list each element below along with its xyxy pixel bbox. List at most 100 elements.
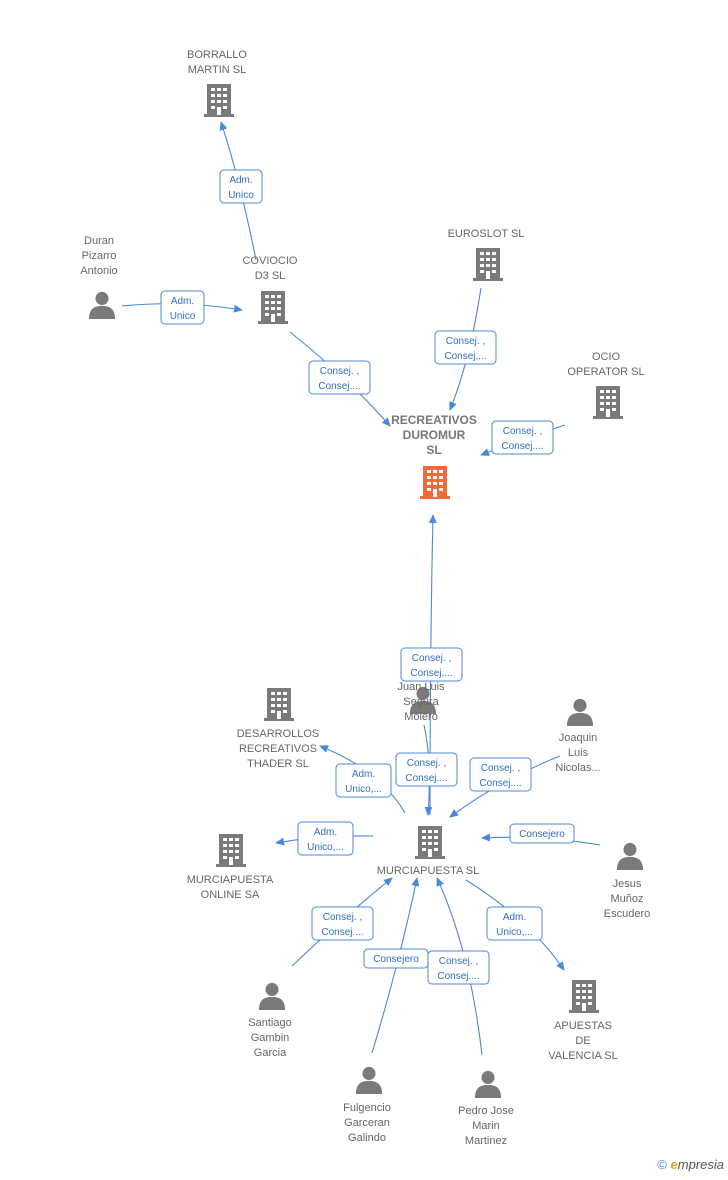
building-icon <box>204 84 234 117</box>
edge-label-line: Consejero <box>373 954 419 965</box>
node-label-line: MARTIN SL <box>188 64 246 76</box>
node-label-line: Juan Luis <box>397 681 445 693</box>
building-icon <box>473 248 503 281</box>
edge-label-murciapuesta-to-recreativos[interactable]: Consej. ,Consej.... <box>400 647 463 682</box>
edge-label-ocio-to-recreativos[interactable]: Consej. ,Consej.... <box>491 420 554 455</box>
node-label-line: Garceran <box>344 1117 390 1129</box>
edge-label-pedro-to-murciapuesta[interactable]: Consej. ,Consej.... <box>427 950 490 985</box>
node-label-line: Gambin <box>251 1032 290 1044</box>
edge-label-box <box>308 360 371 395</box>
edge-label-line: Adm. <box>314 827 337 838</box>
edge-label-line: Consej. , <box>503 426 542 437</box>
edge-label-box <box>160 290 205 325</box>
edge-label-line: Consej.... <box>405 773 447 784</box>
node-label-line: APUESTAS <box>554 1020 612 1032</box>
edge-label-line: Consej.... <box>479 778 521 789</box>
edge-label-line: Adm. <box>171 296 194 307</box>
node-label-line: Nicolas... <box>555 762 600 774</box>
node-desarrollos[interactable]: DESARROLLOS RECREATIVOS THADER SL <box>237 688 320 770</box>
edge-label-line: Unico,... <box>345 784 382 795</box>
edge-label-box <box>434 330 497 365</box>
edge-label-box <box>335 763 392 798</box>
edge-label-box <box>427 950 490 985</box>
edge-label-line: Consej. , <box>446 336 485 347</box>
edge-label-murciapuesta-to-desarrollos[interactable]: Adm. Unico,... <box>335 763 392 798</box>
person-icon <box>616 842 644 870</box>
node-label-line: Escudero <box>604 908 650 920</box>
node-label-line: Molero <box>404 711 438 723</box>
edge-label-murciapuesta-to-murciaonline[interactable]: Adm.Unico,... <box>297 821 354 856</box>
edge-label-juanluis-to-murciapuesta[interactable]: Consej. , Consej.... <box>395 752 458 787</box>
building-icon <box>569 980 599 1013</box>
node-murciapuesta[interactable]: MURCIAPUESTA SL <box>377 826 480 877</box>
edge-label-line: Consej. , <box>323 912 362 923</box>
node-murciaonline[interactable]: MURCIAPUESTA ONLINE SA <box>187 834 274 901</box>
node-label-line: EUROSLOT SL <box>448 228 525 240</box>
node-label-line: MURCIAPUESTA SL <box>377 865 480 877</box>
edge-label-line: Adm. <box>352 769 375 780</box>
edge-label-line: Adm. <box>229 175 252 186</box>
node-label-line: Marin <box>472 1120 500 1132</box>
person-icon <box>258 982 286 1010</box>
node-label-line: DUROMUR <box>403 428 466 442</box>
node-euroslot[interactable]: EUROSLOT SL <box>448 228 525 281</box>
node-label-line: Fulgencio <box>343 1102 391 1114</box>
node-label-line: THADER SL <box>247 758 309 770</box>
node-label-line: MURCIAPUESTA <box>187 874 274 886</box>
node-label-line: Luis <box>568 747 589 759</box>
edge-label-box <box>486 906 543 941</box>
edge-label-line: Consej.... <box>410 668 452 679</box>
node-joaquin[interactable]: JoaquinLuisNicolas... <box>555 698 601 774</box>
edge-label-santiago-to-murciapuesta[interactable]: Consej. , Consej.... <box>311 906 374 941</box>
building-icon <box>258 291 288 324</box>
node-label-line: Muñoz <box>610 893 643 905</box>
edge-label-line: Consej.... <box>444 351 486 362</box>
person-icon <box>474 1070 502 1098</box>
edge-label-line: Consej.... <box>321 927 363 938</box>
person-icon <box>355 1066 383 1094</box>
edge-label-line: Unico <box>170 311 196 322</box>
node-label-line: D3 SL <box>255 270 286 282</box>
edge-label-box <box>469 757 532 792</box>
edge-label-jesus-to-murciapuesta[interactable]: Consejero <box>509 823 575 844</box>
node-label-line: Antonio <box>80 265 117 277</box>
edge-label-duran-to-coviocio[interactable]: Adm. Unico <box>160 290 205 325</box>
node-label-line: ONLINE SA <box>201 889 260 901</box>
edge-label-box <box>400 647 463 682</box>
node-label-line: RECREATIVOS <box>239 743 317 755</box>
node-label-line: RECREATIVOS <box>391 413 477 427</box>
node-label-line: Pizarro <box>82 250 117 262</box>
node-label-line: Segura <box>403 696 439 708</box>
building-icon <box>415 826 445 859</box>
node-label-line: DESARROLLOS <box>237 728 320 740</box>
edge-label-line: Consej. , <box>320 366 359 377</box>
node-label-line: Jesus <box>613 878 642 890</box>
node-label-line: Garcia <box>254 1047 287 1059</box>
edge-label-line: Consej. , <box>407 758 446 769</box>
edge-label-euroslot-to-recreativos[interactable]: Consej. , Consej.... <box>434 330 497 365</box>
node-borrallo[interactable]: BORRALLO MARTIN SL <box>187 49 247 117</box>
person-icon <box>88 291 116 319</box>
edge-label-line: Unico <box>228 190 254 201</box>
node-label-line: BORRALLO <box>187 49 247 61</box>
building-icon <box>264 688 294 721</box>
edge-label-box <box>311 906 374 941</box>
person-icon <box>566 698 594 726</box>
edge-label-fulgencio-to-murciapuesta[interactable]: Consejero <box>363 948 429 969</box>
edge-label-joaquin-to-murciapuesta[interactable]: Consej. ,Consej.... <box>469 757 532 792</box>
edge-label-murciapuesta-to-apuestas[interactable]: Adm.Unico,... <box>486 906 543 941</box>
edge-label-coviocio-to-recreativos[interactable]: Consej. ,Consej.... <box>308 360 371 395</box>
edge-label-box <box>395 752 458 787</box>
edge-label-coviocio-to-borrallo[interactable]: Adm. Unico <box>219 169 263 204</box>
